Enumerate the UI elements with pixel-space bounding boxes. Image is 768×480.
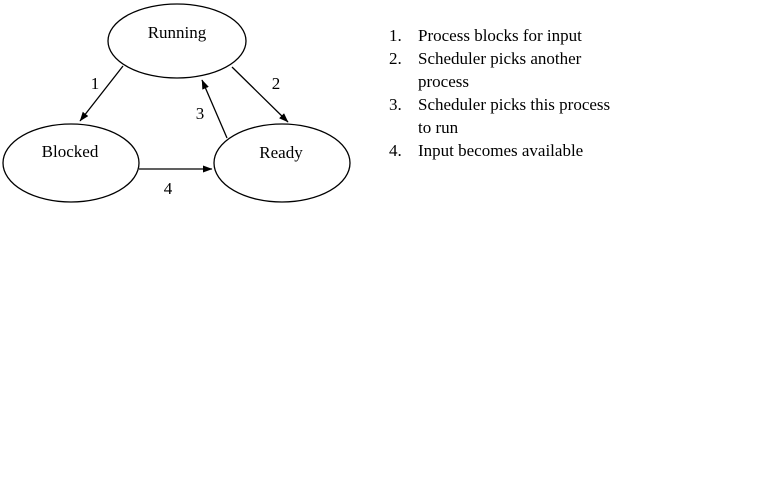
- legend-item-text: Scheduler picks another process: [418, 49, 582, 91]
- legend-item-4: 4. Input becomes available: [389, 139, 623, 162]
- state-ellipse-ready: [213, 123, 351, 203]
- legend-item-text: Scheduler picks this process to run: [418, 95, 611, 137]
- legend-item-1: 1. Process blocks for input: [389, 24, 623, 47]
- legend-item-text: Input becomes available: [418, 141, 584, 160]
- state-ellipse-blocked: [2, 123, 140, 203]
- legend-item-text: Process blocks for input: [418, 26, 582, 45]
- transition-label-1: 1: [91, 74, 100, 93]
- state-ellipse-running: [107, 3, 247, 79]
- transition-legend-list: 1. Process blocks for input 2. Scheduler…: [389, 24, 623, 162]
- transition-label-3: 3: [196, 104, 205, 123]
- state-label-blocked: Blocked: [42, 142, 99, 161]
- legend-item-3: 3. Scheduler picks this process to run: [389, 93, 623, 139]
- transition-arrow-2-running-to-ready: [231, 66, 289, 123]
- state-label-ready: Ready: [259, 143, 303, 162]
- legend-item-number: 4.: [389, 141, 402, 160]
- transition-arrow-3-ready-to-running: [201, 79, 228, 139]
- state-label-running: Running: [148, 23, 207, 42]
- transition-label-2: 2: [272, 74, 281, 93]
- legend-item-number: 2.: [389, 49, 402, 68]
- transition-arrow-1-running-to-blocked: [79, 65, 124, 122]
- legend-item-number: 1.: [389, 26, 402, 45]
- legend-item-number: 3.: [389, 95, 402, 114]
- legend-item-2: 2. Scheduler picks another process: [389, 47, 623, 93]
- transition-label-4: 4: [164, 179, 173, 198]
